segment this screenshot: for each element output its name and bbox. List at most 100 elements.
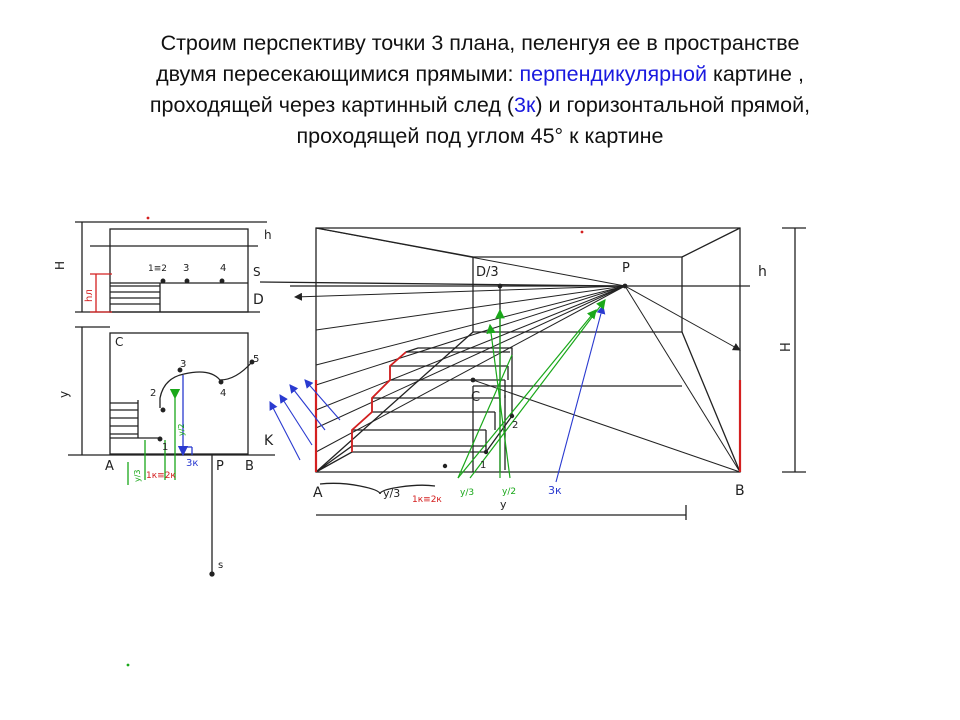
label-h-right: h [758,264,767,280]
ray [315,285,626,411]
ray-right-arrow [624,285,741,351]
right-color-overlays [314,351,742,472]
plan-point-2 [160,407,166,413]
point-C-right [470,377,476,383]
ray-diagonal [472,379,741,473]
ray [315,285,626,429]
label-3k-left: 3к [186,458,198,469]
label-1-2-elev: 1≡2 [148,264,167,274]
ray-left-arrow [294,285,626,301]
corner-line-br [681,331,741,473]
vanishing-point-P [622,283,628,289]
ray-to-tl [315,227,626,287]
label-y3-right: y/3 [383,487,400,500]
plan-curve [159,361,253,408]
picture-frame [315,227,741,473]
right-blue-rays [269,304,606,483]
caption-line-2-before: двумя пересекающимися прямыми: [156,62,520,86]
ray [315,285,626,386]
blue-ray [289,384,326,431]
left-elevation [75,221,267,313]
rays-from-P [294,227,741,473]
label-P-right: P [622,261,630,276]
plan-steps [110,400,160,439]
caption: Строим перспективу точки 3 плана, пеленг… [0,28,960,152]
ray [315,285,626,331]
label-B-right: B [735,483,745,499]
point-D3 [497,283,503,289]
label-C-left: C [115,335,123,349]
plan-point-4 [218,379,224,385]
label-y3-green: y/3 [460,488,474,498]
plan-point-1 [157,436,163,442]
elevation-steps [110,283,161,312]
caption-line-4: проходящей под углом 45° к картине [296,124,664,148]
elevation-room-box [109,228,249,313]
label-5-plan: 5 [253,354,259,365]
left-plan [68,326,275,577]
red-height-marker [90,273,112,313]
right-drawing [290,227,806,520]
label-y2-green: y/2 [502,487,516,497]
label-A-right: A [313,485,323,501]
elev-point-4 [219,278,225,284]
stray-green-dot [126,663,130,667]
stray-red-dot [580,230,584,234]
label-3-elev: 3 [183,263,189,274]
label-C-right: C [471,390,480,405]
ray [315,285,626,366]
label-h-left: h [264,228,272,242]
right-points [442,283,628,469]
caption-line-3-before: проходящей через картинный след ( [149,93,515,117]
label-hl: hл [84,289,95,302]
blue-ray [304,379,341,421]
point-1-right [483,449,489,455]
label-S-left: S [253,265,261,279]
label-4-elev: 4 [220,263,226,274]
station-point-s [209,571,215,577]
caption-highlight-perpendicular: перпендикулярной [519,62,707,86]
label-1k-2k-left: 1к≡2к [146,471,176,481]
label-2-right: 2 [512,420,518,431]
elev-point-1-2 [160,278,166,284]
label-s-low: s [218,560,223,571]
label-H-right: H [779,342,794,352]
blue-ray [279,394,313,446]
label-3k-right: 3к [548,484,562,497]
ray-to-B [624,285,741,473]
label-y3-left: y/3 [133,469,142,482]
projection-line-to-right [259,281,626,287]
label-4-plan: 4 [220,388,226,399]
staircase [315,347,513,473]
plan-point-5 [249,359,255,365]
label-K-left: K [264,433,274,449]
caption-highlight-3k: 3к [514,93,536,117]
label-1-plan: 1 [162,442,168,453]
back-wall [472,256,683,333]
point-trace [442,463,448,469]
blue-ray-3k [555,304,606,483]
elev-point-3 [184,278,190,284]
caption-line-1: Строим перспективу точки 3 плана, пеленг… [160,31,800,55]
label-3-plan: 3 [180,359,186,370]
ray [315,285,626,453]
label-2-plan: 2 [150,388,156,399]
caption-line-3-after: ) и горизонтальной прямой, [535,93,811,117]
label-y2-left: y/2 [177,423,186,436]
corner-line-bl [315,331,474,473]
label-P-left: P [216,459,224,474]
plan-point-3 [177,367,183,373]
label-A-left: A [105,459,114,474]
label-1k-2k-right: 1к≡2к [412,495,442,505]
label-y-left: y [57,391,71,398]
brace-y3 [319,482,436,495]
left-blue-construction [177,375,193,457]
green-ray [469,299,606,479]
blue-ray [269,401,301,461]
corner-line-tr [681,227,741,258]
red-stair-profile [351,351,407,452]
caption-line-3: проходящей через картинный след (3к) и г… [0,90,960,121]
left-labels: h H hл 1≡2 3 4 S D y C 3 5 2 4 1 K A P B… [53,228,274,571]
label-y-right: y [500,498,507,511]
